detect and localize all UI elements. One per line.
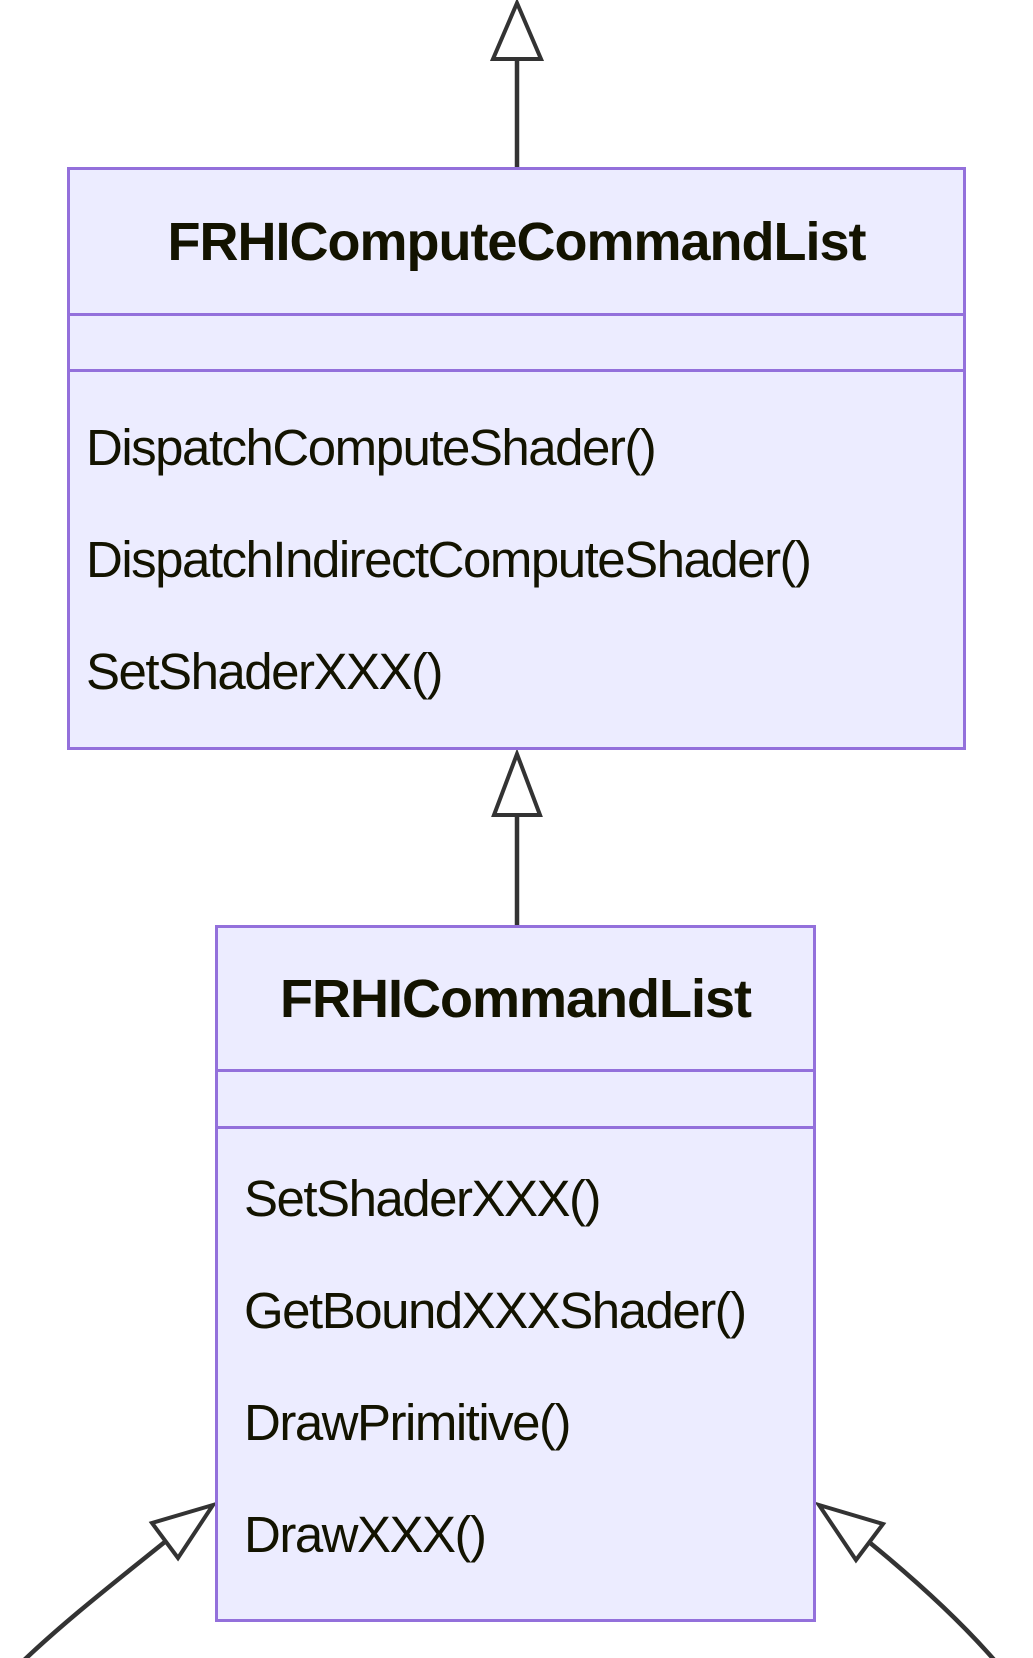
class-node-frhicomputecommandlist: FRHIComputeCommandList DispatchComputeSh… (67, 167, 966, 750)
class-attributes-section (218, 1069, 813, 1126)
class-title: FRHIComputeCommandList (167, 211, 867, 272)
method-item: DrawPrimitive() (244, 1394, 571, 1451)
inheritance-line-bottom-left (23, 1539, 168, 1658)
method-item: SetShaderXXX() (86, 643, 444, 700)
inheritance-arrowhead-top (489, 0, 545, 61)
class-attributes-section (70, 313, 963, 369)
class-node-frhicommandlist: FRHICommandList SetShaderXXX() GetBoundX… (215, 925, 816, 1622)
inheritance-arrowhead-bottom-right (814, 1501, 887, 1564)
method-item: GetBoundXXXShader() (244, 1282, 747, 1339)
class-title: FRHICommandList (280, 968, 752, 1029)
method-item: SetShaderXXX() (244, 1170, 602, 1227)
class-methods-section: SetShaderXXX() GetBoundXXXShader() DrawP… (218, 1126, 813, 1619)
class-methods-section: DispatchComputeShader() DispatchIndirect… (70, 369, 963, 747)
method-item: DispatchIndirectComputeShader() (86, 531, 812, 588)
inheritance-arrowhead-bottom-left (148, 1501, 218, 1562)
inheritance-arrowhead-middle (491, 748, 543, 817)
method-item: DrawXXX() (244, 1506, 487, 1563)
inheritance-line-bottom-right (867, 1540, 996, 1658)
method-item: DispatchComputeShader() (86, 419, 657, 476)
